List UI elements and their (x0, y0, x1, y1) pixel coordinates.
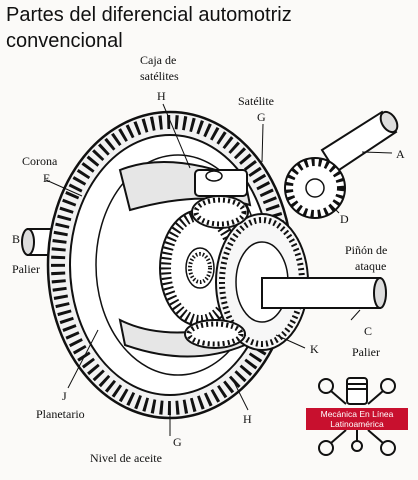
label-b: B (12, 232, 20, 246)
label-a: A (396, 147, 405, 161)
brand-badge: Mecánica En Línea Latinoamérica (306, 372, 408, 464)
label-nivel: Nivel de aceite (90, 451, 162, 465)
leader-lines (45, 103, 393, 436)
satellite-gear-bottom (184, 319, 246, 349)
brand-line2: Latinoamérica (330, 419, 384, 429)
label-d: D (340, 212, 349, 226)
label-pinon-line2: ataque (355, 259, 386, 273)
label-c: C (364, 324, 372, 338)
satellite-gear-top (191, 195, 249, 229)
label-pinon-line1: Piñón de (345, 243, 387, 257)
label-e: E (43, 171, 50, 185)
label-h-bottom: H (243, 412, 252, 426)
diagram-title: Partes del diferencial automotriz conven… (6, 4, 292, 52)
label-satelite: Satélite (238, 94, 274, 108)
label-palier-right: Palier (352, 345, 380, 359)
label-caja-line1: Caja de (140, 53, 176, 67)
label-palier-left: Palier (12, 262, 40, 276)
label-k: K (310, 342, 319, 356)
label-corona: Corona (22, 154, 58, 168)
pinion-gear (284, 157, 346, 219)
label-caja-line2: satélites (140, 69, 179, 83)
label-h-top: H (157, 89, 166, 103)
label-j: J (62, 389, 67, 403)
brand-badge-text: Mecánica En Línea Latinoamérica (306, 408, 408, 430)
piston-wrench-logo-icon (318, 377, 396, 456)
pinion-shaft (320, 110, 399, 174)
brand-line1: Mecánica En Línea (320, 409, 394, 419)
label-planetario: Planetario (36, 407, 85, 421)
right-axle-shaft (261, 277, 387, 309)
label-g-bottom: G (173, 435, 182, 449)
label-g-top: G (257, 110, 266, 124)
